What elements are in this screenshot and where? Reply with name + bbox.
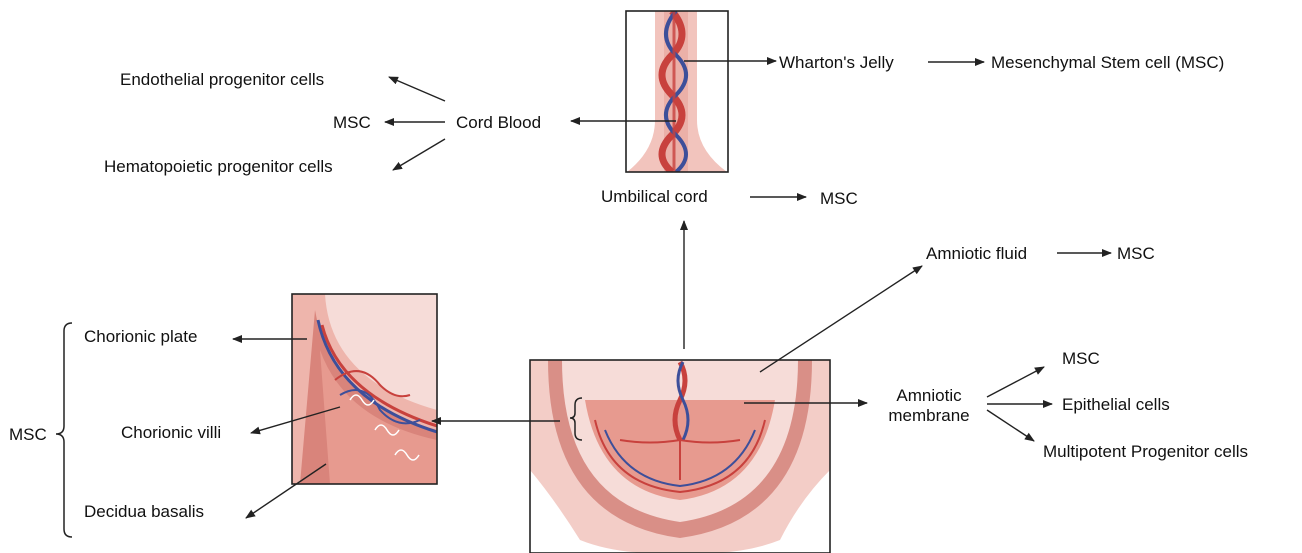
label-amniotic-fluid: Amniotic fluid xyxy=(926,244,1027,263)
label-whartons-jelly: Wharton's Jelly xyxy=(779,53,894,72)
label-mesenchymal-stem-cell: Mesenchymal Stem cell (MSC) xyxy=(991,53,1224,72)
label-msc-cord-blood: MSC xyxy=(333,113,371,132)
arrow-membrane-to-msc xyxy=(987,367,1044,397)
label-msc-amniotic-fluid: MSC xyxy=(1117,244,1155,263)
arrow-cord-blood-to-endothelial xyxy=(389,77,445,101)
arrow-cord-blood-to-hematopoietic xyxy=(393,139,445,170)
arrow-to-decidua-basalis xyxy=(246,464,326,518)
label-msc-placenta: MSC xyxy=(9,425,47,444)
label-epithelial-cells: Epithelial cells xyxy=(1062,395,1170,414)
label-amniotic-membrane-line2: membrane xyxy=(888,406,969,425)
arrow-membrane-to-multipotent xyxy=(987,410,1034,441)
label-amniotic-membrane-line1: Amniotic xyxy=(896,386,962,405)
label-hematopoietic-progenitor-cells: Hematopoietic progenitor cells xyxy=(104,157,333,176)
label-multipotent-progenitor-cells: Multipotent Progenitor cells xyxy=(1043,442,1248,461)
label-msc-membrane: MSC xyxy=(1062,349,1100,368)
label-endothelial-progenitor-cells: Endothelial progenitor cells xyxy=(120,70,324,89)
umbilical-cord-illustration xyxy=(626,11,728,172)
label-chorionic-plate: Chorionic plate xyxy=(84,327,197,346)
label-chorionic-villi: Chorionic villi xyxy=(121,423,221,442)
label-cord-blood: Cord Blood xyxy=(456,113,541,132)
msc-brace xyxy=(56,323,72,537)
chorionic-tissue-illustration xyxy=(292,294,437,484)
placenta-illustration xyxy=(530,360,830,553)
label-msc-umbilical: MSC xyxy=(820,189,858,208)
arrow-placenta-to-amniotic-fluid xyxy=(760,266,922,372)
label-decidua-basalis: Decidua basalis xyxy=(84,502,204,521)
label-umbilical-cord: Umbilical cord xyxy=(601,187,708,206)
